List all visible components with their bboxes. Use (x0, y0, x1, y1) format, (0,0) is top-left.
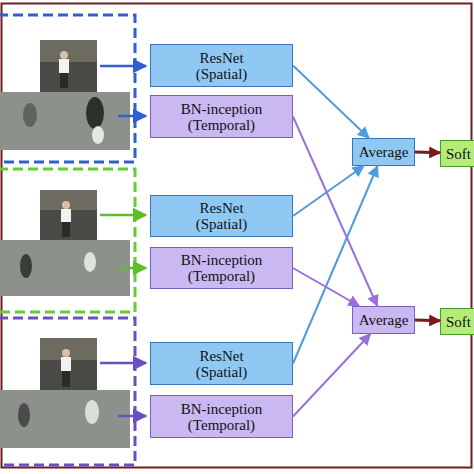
box-label: BN-inception (Temporal) (178, 401, 266, 433)
softmax-box: Soft (440, 308, 474, 335)
rgb-frame-wall (40, 338, 97, 360)
spatial-network-box: ResNet (Spatial) (150, 44, 293, 87)
connector-arrow (293, 166, 364, 216)
rgb-frame (40, 40, 97, 92)
flow-blob (18, 403, 30, 427)
temporal-network-box: BN-inception (Temporal) (150, 95, 293, 138)
flow-blob (86, 97, 104, 129)
input-arrow (100, 214, 146, 217)
input-arrow (118, 267, 146, 270)
rgb-frame-wall (40, 190, 97, 210)
optical-flow (0, 92, 130, 150)
spatial-network-box: ResNet (Spatial) (150, 342, 293, 385)
dashed-group (0, 169, 135, 312)
person-head (62, 349, 70, 357)
temporal-network-box: BN-inception (Temporal) (150, 247, 293, 289)
optical-flow (0, 390, 130, 448)
rgb-frame-wall (40, 40, 97, 62)
temporal-network-box: BN-inception (Temporal) (150, 395, 293, 438)
box-label: Average (359, 144, 409, 160)
box-label: Soft (446, 314, 471, 330)
input-arrow (118, 415, 146, 418)
person-shirt (61, 357, 71, 371)
person-legs (60, 73, 68, 88)
box-label: ResNet (Spatial) (178, 348, 266, 380)
input-arrow (100, 362, 146, 365)
box-label: Average (359, 312, 409, 328)
person-legs (62, 371, 70, 387)
connector-arrow (415, 151, 440, 155)
person-head (60, 51, 68, 59)
average-box: Average (352, 306, 415, 334)
flow-blob (84, 252, 96, 272)
box-label: BN-inception (Temporal) (178, 101, 266, 133)
softmax-box: Soft (440, 140, 474, 167)
connector-arrow (293, 334, 370, 417)
connector-arrow (293, 117, 377, 307)
box-label: ResNet (Spatial) (178, 200, 266, 232)
box-label: BN-inception (Temporal) (178, 252, 266, 284)
flow-blob (23, 103, 37, 127)
connector-arrow (293, 66, 369, 139)
optical-flow (0, 240, 130, 296)
flow-blob (20, 254, 32, 278)
box-label: Soft (446, 146, 471, 162)
connector-arrow (293, 268, 359, 306)
person-shirt (61, 209, 71, 222)
average-box: Average (352, 138, 415, 166)
rgb-frame (40, 338, 97, 390)
flow-blob (85, 400, 99, 424)
connector-arrow (415, 319, 440, 323)
spatial-network-box: ResNet (Spatial) (150, 195, 293, 237)
input-arrow (118, 115, 146, 118)
dashed-group (0, 15, 135, 162)
box-label: ResNet (Spatial) (178, 50, 266, 82)
person-head (62, 201, 70, 209)
connector-arrow (293, 166, 378, 364)
dashed-group (0, 318, 135, 465)
rgb-frame (40, 190, 97, 240)
flow-blob (92, 126, 104, 144)
input-arrow (100, 65, 146, 68)
person-legs (62, 222, 70, 237)
person-shirt (59, 59, 69, 73)
